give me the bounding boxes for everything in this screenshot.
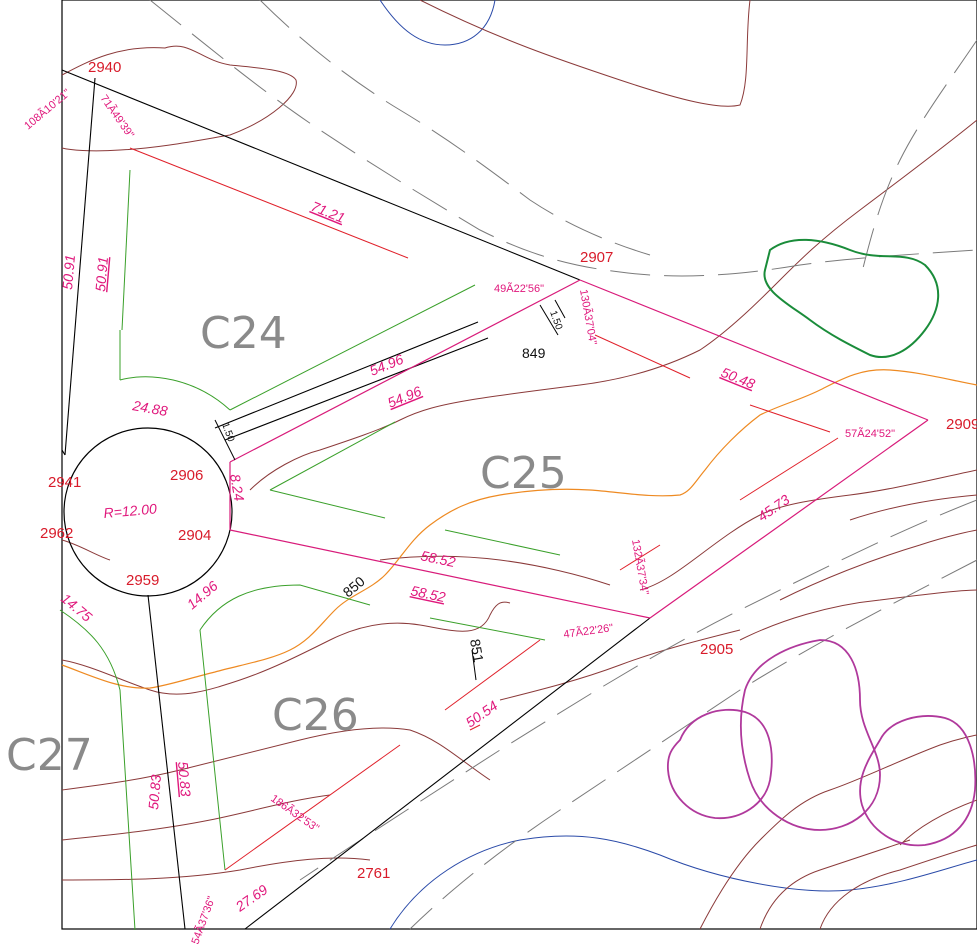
dim-14-96: 14.96 [184, 577, 221, 612]
point-2905: 2905 [700, 641, 733, 658]
road-dashed-lines [149, 0, 977, 930]
dim-54-96-lower: 54.96 [385, 383, 424, 411]
angle-71: 71Ã49'39" [98, 92, 137, 141]
parcel-boundaries [61, 69, 651, 930]
offset-ticks [214, 299, 566, 681]
dim-71-21: 71.21 [309, 198, 347, 226]
point-2761: 2761 [357, 865, 390, 882]
setback-lines [129, 147, 839, 871]
point-2940: 2940 [88, 59, 121, 76]
dim-14-75: 14.75 [58, 590, 95, 625]
building-lines [59, 169, 561, 931]
angle-132: 132Ã37'34" [629, 538, 652, 596]
point-labels: 2940 2907 2941 2906 2962 2904 2959 2909 … [40, 59, 977, 882]
lot-c26: C26 [272, 690, 359, 741]
angle-49: 49Ã22'56" [494, 282, 544, 295]
dim-58-52-upper: 58.52 [419, 547, 457, 570]
lot-c25: C25 [480, 448, 567, 499]
water-line-bottom [389, 835, 977, 930]
angle-186: 186Ã32'53" [268, 792, 322, 835]
lot-c27: C27 [6, 730, 93, 781]
point-2906: 2906 [170, 467, 203, 484]
point-2909: 2909 [946, 416, 977, 433]
label-850: 850 [340, 573, 368, 600]
dim-50-83-right: 50.83 [175, 761, 194, 798]
angle-57: 57Ã24'52" [845, 427, 895, 440]
point-2941: 2941 [48, 474, 81, 491]
orange-line [61, 369, 977, 689]
dim-58-52-lower: 58.52 [409, 582, 447, 605]
angle-108: 108Ã10'21" [22, 86, 73, 132]
point-2962: 2962 [40, 525, 73, 542]
dim-50-91-outer: 50.91 [59, 254, 78, 290]
tree-green [763, 238, 940, 358]
point-2904: 2904 [178, 527, 211, 544]
dim-45-73: 45.73 [755, 491, 793, 524]
contour-lines [61, 0, 977, 930]
label-851: 851 [467, 638, 487, 664]
tree-purple [667, 639, 977, 847]
map-frame [61, 0, 977, 930]
angle-130: 130Ã37'04" [577, 288, 600, 346]
radius-label: R=12.00 [103, 500, 158, 521]
point-2959: 2959 [126, 572, 159, 589]
water-line-top [379, 0, 496, 46]
dim-50-48: 50.48 [719, 364, 758, 392]
point-2907: 2907 [580, 249, 613, 266]
lot-labels: C24 C25 C26 C27 [6, 308, 567, 781]
dim-50-91-inner: 50.91 [92, 256, 111, 292]
dim-27-69: 27.69 [232, 881, 271, 915]
angle-54: 54Ã37'36" [189, 894, 218, 946]
dim-54-96-upper: 54.96 [367, 351, 406, 379]
lot-c24: C24 [200, 308, 287, 359]
cul-de-sac-circle [63, 427, 233, 597]
label-849: 849 [522, 345, 546, 361]
dimension-labels: 71.21 50.91 50.91 54.96 54.96 24.88 50.4… [58, 198, 793, 915]
lot-boundaries [229, 279, 929, 619]
angle-47: 47Ã22'26" [563, 621, 614, 641]
dim-24-88: 24.88 [130, 397, 168, 419]
dim-50-54: 50.54 [463, 697, 501, 730]
dim-8-24: 8.24 [227, 473, 248, 503]
dim-50-83-left: 50.83 [145, 774, 164, 811]
